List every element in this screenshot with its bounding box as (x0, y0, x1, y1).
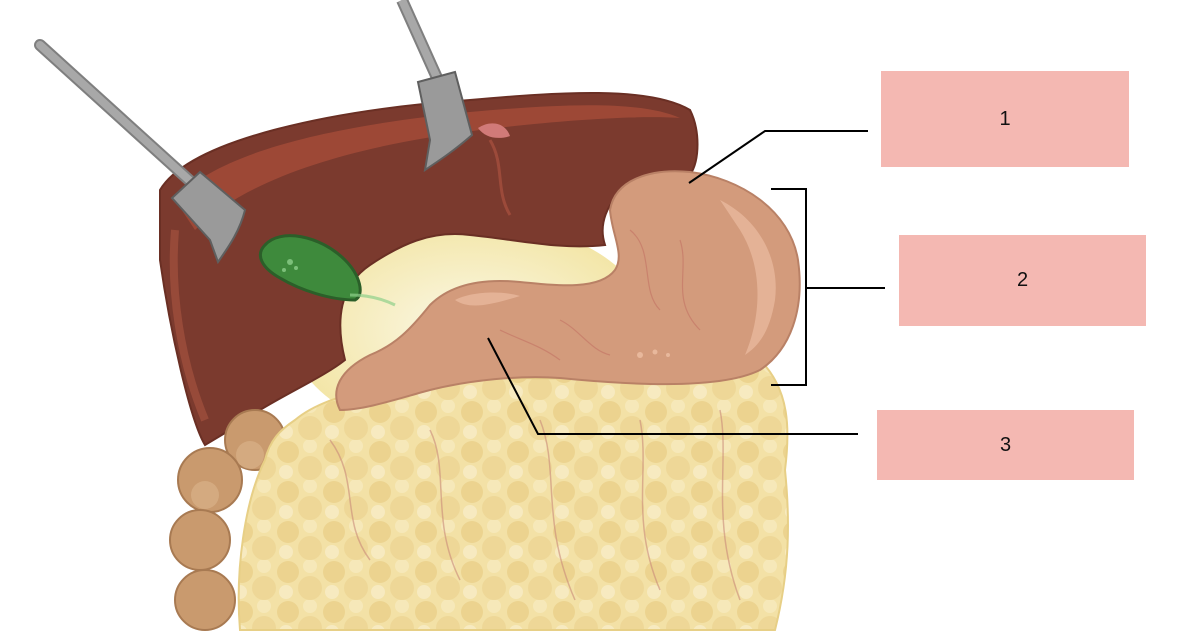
label-box-2-text: 2 (1016, 269, 1029, 291)
label-box-3-text: 3 (999, 433, 1012, 456)
greater-omentum (237, 358, 789, 631)
bracket-2 (771, 188, 885, 386)
label-box-2[interactable]: 2 (899, 235, 1146, 326)
leader-line-3 (487, 337, 858, 435)
leader-line-1 (688, 130, 868, 184)
retractor-left (34, 39, 247, 265)
colon (169, 409, 286, 631)
label-box-3[interactable]: 3 (877, 410, 1134, 480)
retractor-right (396, 0, 474, 173)
stomach (335, 170, 801, 412)
label-box-1[interactable]: 1 (881, 71, 1129, 167)
label-box-1-text: 1 (999, 107, 1011, 130)
gallbladder (259, 234, 396, 307)
